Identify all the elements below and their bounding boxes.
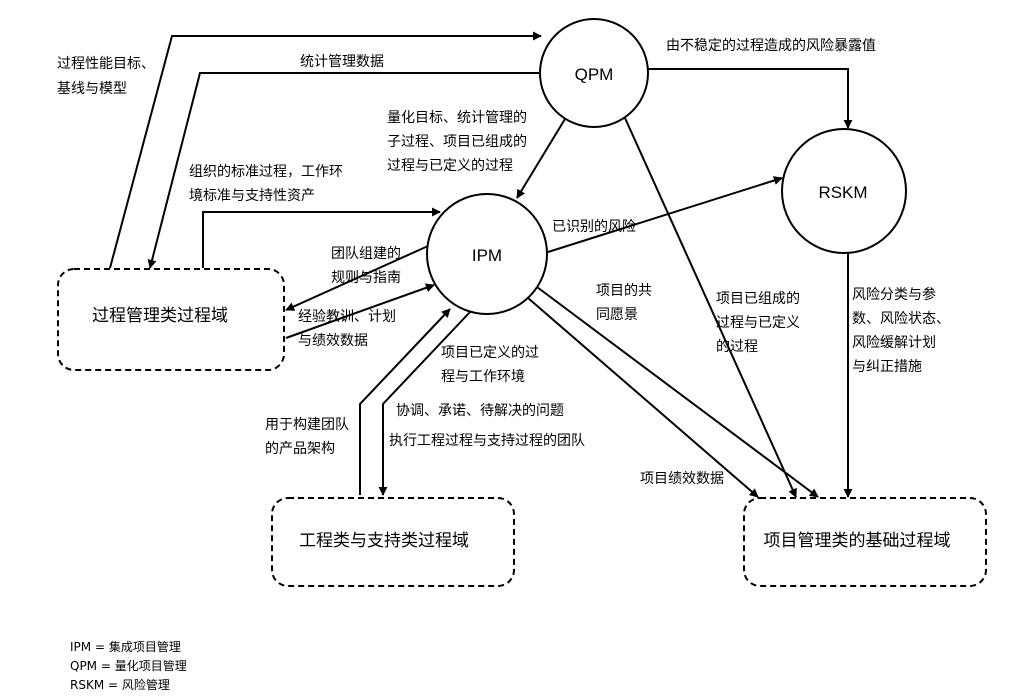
arrow-quant-objectives <box>516 118 566 199</box>
label-perf-goals-2: 基线与模型 <box>57 80 127 97</box>
arrow-coordination <box>378 311 471 496</box>
label-quant-3: 过程与已定义的过程 <box>387 158 513 174</box>
rskm-node <box>781 128 907 254</box>
label-product-arch-1: 用于构建团队 <box>265 417 349 433</box>
rskm-label: RSKM <box>818 183 867 202</box>
arrow-stat-mgmt-data <box>147 72 541 269</box>
arrow-identified-risk <box>547 176 783 253</box>
project-mgmt-basic-domain-label: 项目管理类的基础过程域 <box>764 531 951 551</box>
legend-item-qpm: QPM = 量化项目管理 <box>70 658 187 673</box>
label-quant-1: 量化目标、统计管理的 <box>387 110 527 126</box>
label-team-rules-2: 规则与指南 <box>331 270 401 286</box>
process-mgmt-domain-label: 过程管理类过程域 <box>92 306 228 326</box>
label-identified-risk: 已识别的风险 <box>552 219 636 235</box>
engineering-domain-label: 工程类与支持类过程域 <box>299 531 469 551</box>
label-risk-cat-1: 风险分类与参 <box>852 286 936 303</box>
label-composed-1: 项目已组成的 <box>716 291 800 307</box>
label-shared-vision-2: 同愿景 <box>596 307 638 323</box>
label-shared-vision-1: 项目的共 <box>596 283 652 299</box>
arrow-perf-goals <box>109 31 542 269</box>
label-exec-teams: 执行工程过程与支持过程的团队 <box>389 433 585 449</box>
label-perf-data: 项目绩效数据 <box>640 471 724 487</box>
label-defined-env-1: 项目已定义的过 <box>441 345 539 361</box>
label-std-proc-1: 组织的标准过程，工作环 <box>189 164 343 180</box>
label-std-proc-2: 境标准与支持性资产 <box>189 188 315 204</box>
arrow-lessons <box>285 283 435 339</box>
label-risk-cat-3: 风险缓解计划 <box>852 335 936 351</box>
legend-item-rskm: RSKM = 风险管理 <box>70 677 170 692</box>
qpm-label: QPM <box>575 65 614 84</box>
ipm-label: IPM <box>472 246 502 265</box>
label-coordination: 协调、承诺、待解决的问题 <box>396 403 564 419</box>
label-quant-2: 子过程、项目已组成的 <box>387 134 527 150</box>
label-risk-cat-2: 数、风险状态、 <box>852 311 950 327</box>
label-composed-2: 过程与已定义 <box>716 315 800 331</box>
arrow-team-rules <box>285 245 429 311</box>
ipm-node <box>426 193 548 315</box>
label-stat-mgmt-data: 统计管理数据 <box>300 54 384 70</box>
label-defined-env-2: 程与工作环境 <box>441 369 525 385</box>
label-composed-3: 的过程 <box>716 339 758 355</box>
process-mgmt-domain-box <box>57 268 285 371</box>
arrow-std-process <box>202 207 441 268</box>
project-mgmt-basic-domain-box <box>743 497 987 587</box>
arrow-composed-process <box>624 117 797 498</box>
arrow-unstable-risk <box>648 68 853 129</box>
legend: IPM = 集成项目管理 QPM = 量化项目管理 RSKM = 风险管理 <box>70 639 187 692</box>
label-lessons-1: 经验教训、计划 <box>298 309 396 325</box>
legend-item-ipm: IPM = 集成项目管理 <box>70 639 181 654</box>
label-perf-goals-1: 过程性能目标、 <box>57 56 155 72</box>
engineering-domain-box <box>271 497 515 587</box>
label-team-rules-1: 团队组建的 <box>331 246 401 262</box>
label-product-arch-2: 的产品架构 <box>265 441 335 457</box>
arrow-perf-data <box>527 297 759 498</box>
arrow-product-arch <box>359 308 451 495</box>
arrow-shared-vision <box>536 286 819 498</box>
label-unstable-risk: 由不稳定的过程造成的风险暴露值 <box>666 38 876 54</box>
label-lessons-2: 与绩效数据 <box>298 333 368 349</box>
label-risk-cat-4: 与纠正措施 <box>852 359 922 375</box>
